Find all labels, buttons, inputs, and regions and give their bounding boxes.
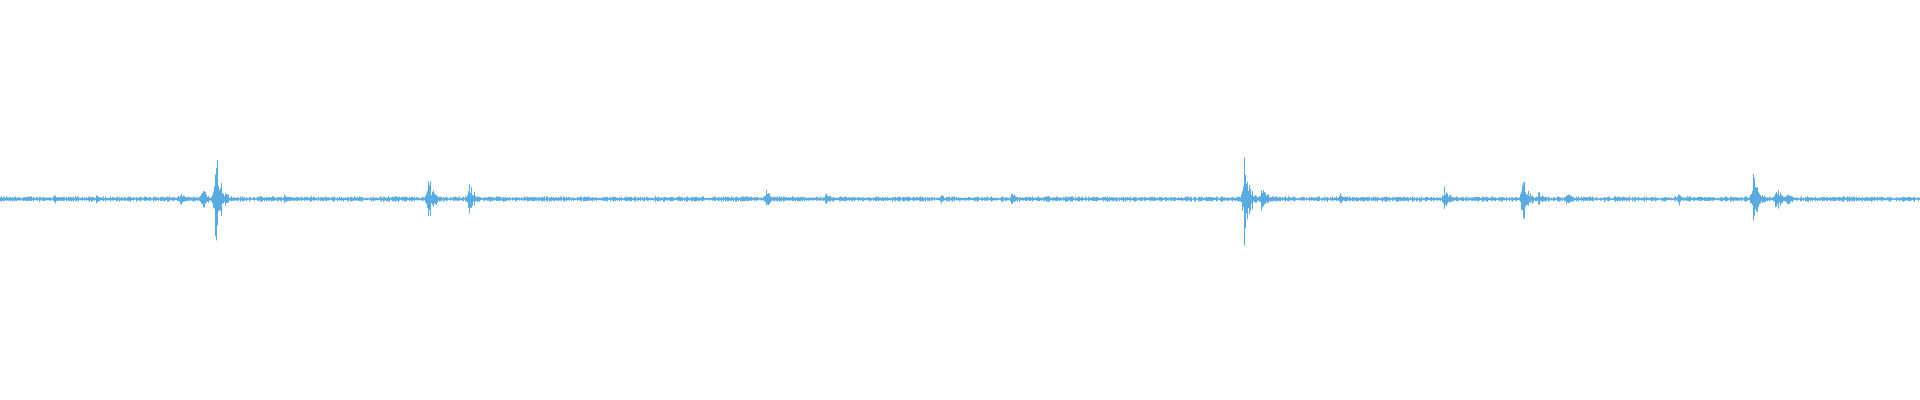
- waveform-signal: [0, 157, 1920, 246]
